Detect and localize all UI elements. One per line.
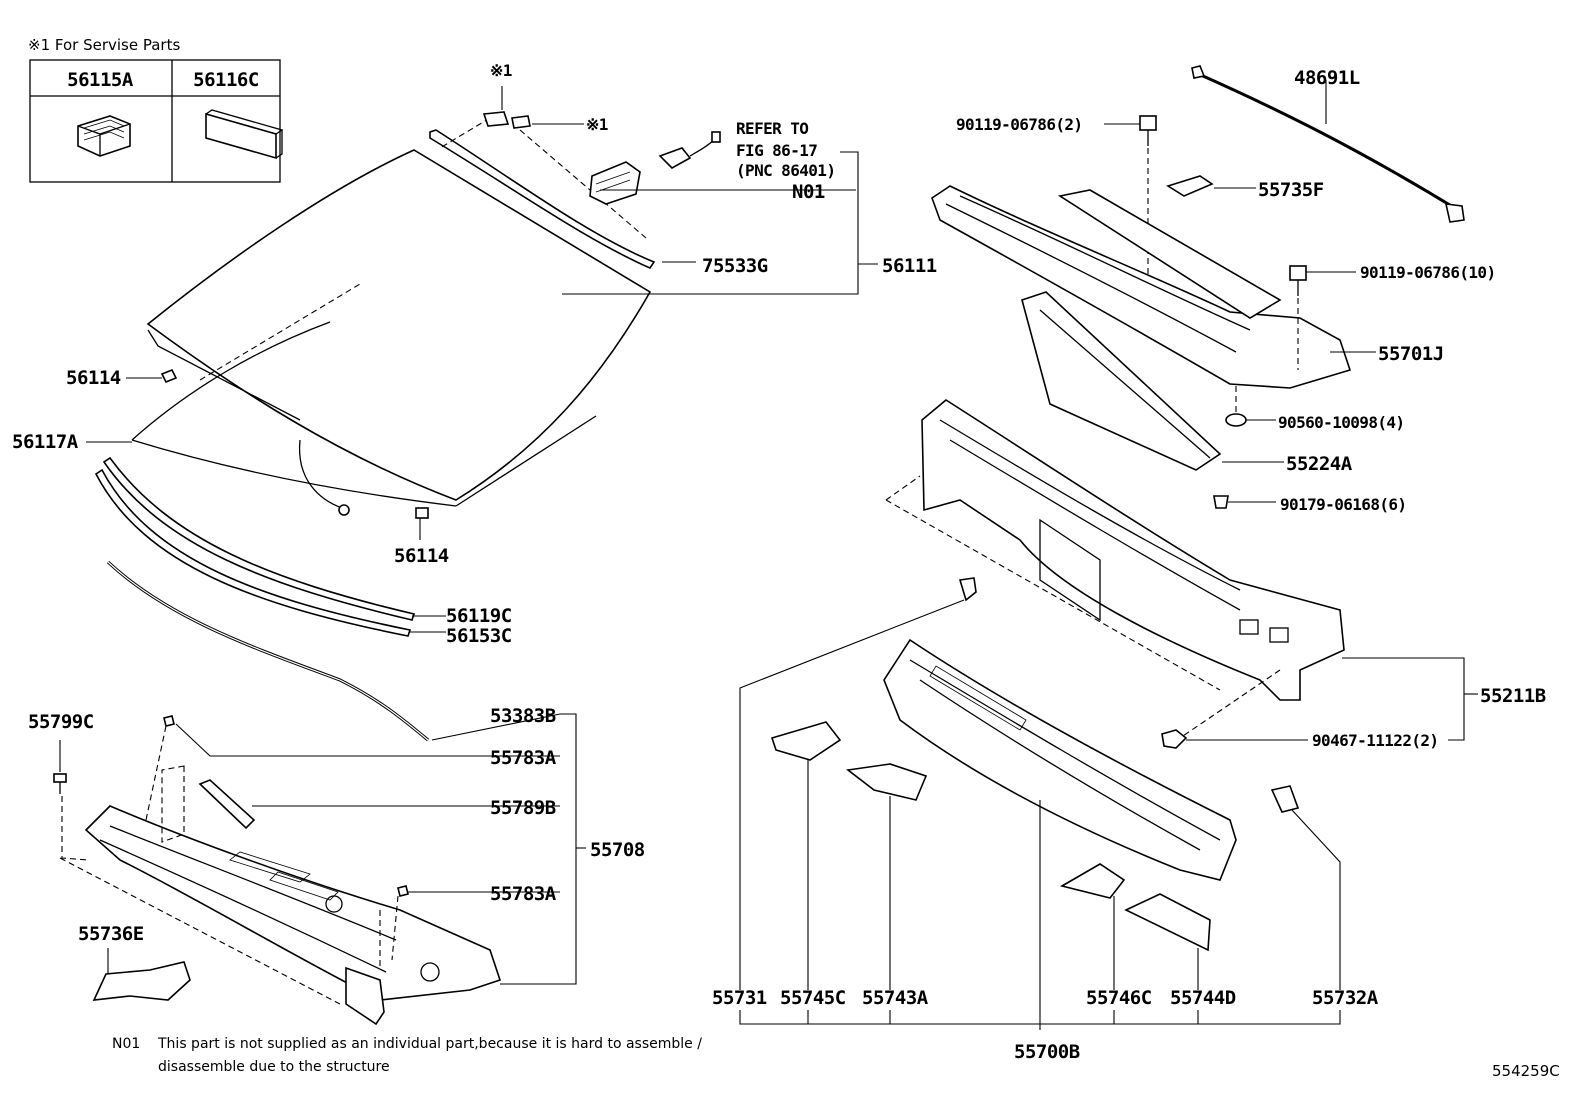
label-48691L: 48691L [1294, 67, 1360, 89]
refer-line-1: REFER TO [736, 119, 808, 138]
bracket-55736E [92, 961, 191, 1001]
label-bolt-90119-10: 90119-06786(10) [1360, 263, 1496, 282]
clip-56114-left [160, 368, 178, 384]
refer-line-2: FIG 86-17 [736, 141, 817, 160]
part-56116C-drawing [205, 109, 284, 160]
label-55701J: 55701J [1378, 343, 1444, 365]
part-56115A-drawing [77, 115, 131, 157]
label-rivet-90467: 90467-11122(2) [1312, 731, 1438, 750]
glass-lower-outline [131, 321, 457, 507]
washer-90560 [1225, 413, 1247, 427]
bracket-55735F [1166, 175, 1214, 197]
glass-print-line [199, 283, 361, 381]
label-55799C: 55799C [28, 711, 94, 733]
label-55744D: 55744D [1170, 987, 1236, 1009]
label-75533G: 75533G [702, 255, 768, 277]
weatherstrip-53383B [106, 560, 430, 742]
label-55743A: 55743A [862, 987, 929, 1009]
cowl-top-group [931, 65, 1465, 509]
label-56153C: 56153C [446, 625, 512, 647]
windshield-leaders [86, 151, 878, 633]
label-55745C: 55745C [780, 987, 846, 1009]
cowl-group [53, 715, 502, 1026]
label-56114-left: 56114 [66, 367, 121, 389]
label-56111: 56111 [882, 255, 937, 277]
sticker-part-a [482, 111, 510, 127]
footnote: N01 This part is not supplied as an indi… [112, 1036, 702, 1075]
refer-line-3: (PNC 86401) [736, 161, 835, 180]
label-55783A-top: 55783A [490, 747, 557, 769]
service-parts-border [29, 59, 281, 183]
clip-90179 [1213, 495, 1229, 509]
label-56114-bottom: 56114 [394, 545, 449, 567]
label-55211B: 55211B [1480, 685, 1546, 707]
glass-side-molding [455, 415, 597, 507]
bolt-55799C [53, 740, 67, 794]
bracket-55746C [1059, 863, 1126, 899]
rod-48691L [1193, 70, 1459, 212]
callout-labels: ※1 ※1 REFER TO FIG 86-17 (PNC 86401) N01… [12, 61, 1546, 1063]
label-55708: 55708 [590, 839, 645, 861]
bracket-55745C [770, 721, 842, 761]
label-55224A: 55224A [1286, 453, 1353, 475]
dash-panel-55211B [921, 399, 1345, 701]
bracket-55744D [1124, 893, 1211, 952]
strip-56119C [102, 456, 416, 621]
clip-55783A-bottom [397, 885, 409, 897]
label-55746C: 55746C [1086, 987, 1152, 1009]
label-55732A: 55732A [1312, 987, 1379, 1009]
footnote-code: N01 [112, 1036, 140, 1052]
part-N01-drawing [589, 131, 721, 205]
cowl-55701J [931, 185, 1352, 389]
bolt-90119-side [1289, 265, 1307, 370]
sensor-wire [298, 439, 343, 509]
label-56117A: 56117A [12, 431, 79, 453]
sticker-part-b [511, 115, 531, 129]
label-bolt-90119-2: 90119-06786(2) [956, 115, 1082, 134]
windshield-glass [146, 149, 652, 501]
label-washer-90560: 90560-10098(4) [1278, 413, 1404, 432]
molding-placement-lines [439, 117, 647, 239]
bolt-90119-top [1139, 115, 1157, 286]
footnote-line-1: This part is not supplied as an individu… [157, 1036, 702, 1052]
seal-55789B [198, 779, 256, 830]
label-55783A-bottom: 55783A [490, 883, 557, 905]
clip-55783A-top [163, 715, 175, 727]
lower-panel-group [739, 577, 1341, 1030]
footnote-line-2: disassemble due to the structure [158, 1059, 390, 1075]
label-56119C: 56119C [446, 605, 512, 627]
rivet-90467 [1161, 729, 1188, 749]
molding-75533G [429, 129, 656, 270]
dash-panel-group [885, 399, 1478, 749]
service-part-56115A-header: 56115A [67, 69, 134, 91]
label-53383B: 53383B [490, 705, 556, 727]
label-55789B: 55789B [490, 797, 556, 819]
label-star1-top: ※1 [490, 61, 512, 80]
label-N01: N01 [792, 181, 825, 203]
bracket-55743A [846, 763, 928, 801]
bracket-55731 [958, 577, 977, 602]
label-55736E: 55736E [78, 923, 144, 945]
pad-56114-bottom [415, 507, 429, 519]
service-parts-table: ※1 For Servise Parts 56115A 56116C [28, 36, 284, 183]
label-clip-90179: 90179-06168(6) [1280, 495, 1406, 514]
label-star1-side: ※1 [586, 115, 608, 134]
glass-edge-trim [147, 329, 301, 421]
label-55700B: 55700B [1014, 1041, 1080, 1063]
cowl-panel-55708 [84, 805, 502, 1001]
bracket-55732A [1270, 785, 1300, 813]
windshield-group [94, 86, 721, 742]
cowl-leaders [175, 713, 586, 985]
service-part-56116C-header: 56116C [193, 69, 259, 91]
sensor-connector [338, 504, 350, 516]
service-parts-title: ※1 For Servise Parts [28, 36, 180, 54]
strip-56153C [94, 468, 412, 637]
figure-id: 554259C [1492, 1062, 1560, 1080]
label-55735F: 55735F [1258, 179, 1324, 201]
label-55731: 55731 [712, 987, 767, 1009]
